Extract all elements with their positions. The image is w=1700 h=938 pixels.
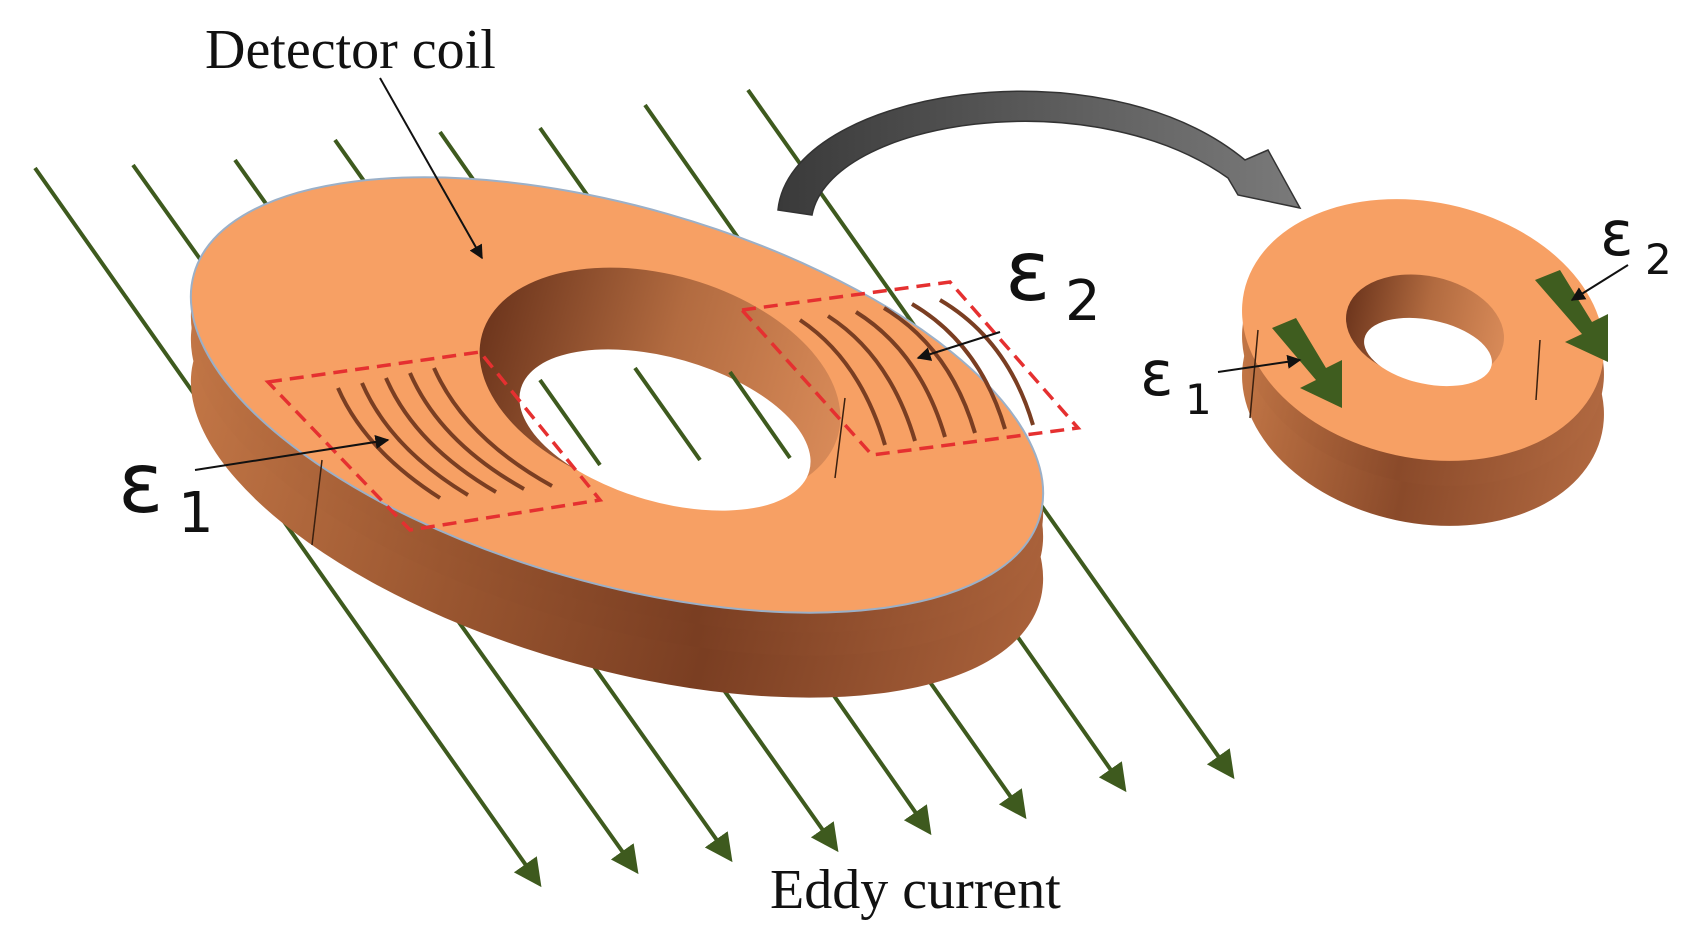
coil-hole-opening <box>519 349 811 511</box>
label-small-epsilon-2: ε 2 <box>1600 197 1672 284</box>
eddy-lines-through-hole <box>538 366 792 467</box>
strain-region-epsilon-2 <box>738 280 1082 457</box>
label-eddy-current: Eddy current <box>770 859 1061 921</box>
epsilon-subscript: 1 <box>1185 375 1212 424</box>
coil-seam <box>834 397 846 479</box>
strain-region-epsilon-1 <box>264 350 604 532</box>
small-coil-hole-opening <box>1364 317 1492 387</box>
winding-arcs-epsilon-1 <box>336 367 553 500</box>
label-detector-coil: Detector coil <box>205 19 496 81</box>
epsilon-symbol: ε <box>1005 222 1050 320</box>
small-coil-seam <box>1249 329 1259 419</box>
small-coil-seam <box>1535 339 1541 401</box>
leader-epsilon-1 <box>194 435 390 471</box>
epsilon-symbol: ε <box>1600 197 1634 270</box>
region-outline-epsilon-2 <box>738 280 1082 457</box>
detector-coil-large <box>189 176 1045 698</box>
small-arrow-epsilon-1 <box>1272 318 1342 408</box>
coil-seam <box>311 459 323 546</box>
leader-detector-coil <box>379 77 483 260</box>
leader-small-epsilon-2 <box>1570 264 1629 301</box>
transfer-arrow <box>777 90 1302 216</box>
epsilon-subscript: 2 <box>1065 269 1101 334</box>
label-epsilon-2: ε 2 <box>1005 222 1101 334</box>
region-outline-epsilon-1 <box>264 350 604 532</box>
label-epsilon-1: ε 1 <box>118 434 214 546</box>
small-arrow-epsilon-2 <box>1535 270 1608 362</box>
epsilon-symbol: ε <box>118 434 163 532</box>
epsilon-subscript: 1 <box>178 481 214 546</box>
label-small-epsilon-1: ε 1 <box>1140 337 1212 424</box>
leader-epsilon-2 <box>916 331 1001 361</box>
winding-arcs-epsilon-2 <box>798 298 1035 446</box>
detector-coil-small <box>1242 199 1608 526</box>
leader-small-epsilon-1 <box>1217 354 1302 373</box>
epsilon-symbol: ε <box>1140 337 1174 410</box>
epsilon-subscript: 2 <box>1645 235 1672 284</box>
